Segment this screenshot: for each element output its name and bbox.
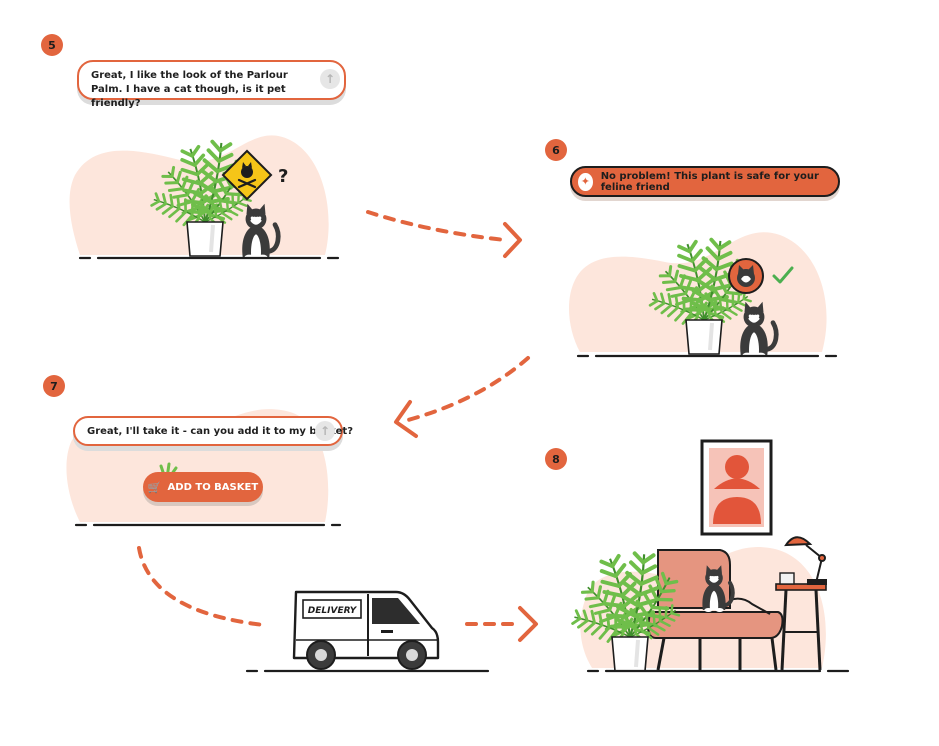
- sparkle-icon: ✦: [578, 172, 593, 191]
- flow-arrow-5-to-6: [366, 210, 522, 258]
- cart-icon: 🛒: [147, 480, 162, 494]
- send-arrow-icon[interactable]: ↑: [320, 69, 340, 89]
- step-badge-5: 5: [41, 34, 63, 56]
- chat-reply-step-6: ✦ No problem! This plant is safe for you…: [570, 166, 840, 197]
- chat-bubble-step-5: Great, I like the look of the Parlour Pa…: [77, 60, 346, 109]
- step-badge-8: 8: [545, 448, 567, 470]
- flow-arrow-7-to-van: [137, 546, 266, 627]
- chat-bubble-step-7: Great, I'll take it - can you add it to …: [73, 416, 353, 446]
- pet-warning-sign-icon: [221, 149, 273, 201]
- chat-message-step-7: Great, I'll take it - can you add it to …: [87, 426, 354, 437]
- wall-art-frame: [700, 439, 773, 536]
- step-badge-7: 7: [43, 375, 65, 397]
- cat-face-icon: [728, 258, 764, 294]
- delivery-van: DELIVERY: [292, 590, 440, 670]
- desk-lamp: [784, 536, 827, 585]
- add-to-basket-label: ADD TO BASKET: [167, 481, 259, 493]
- chat-message-step-5: Great, I like the look of the Parlour Pa…: [91, 70, 288, 109]
- check-icon: [772, 266, 794, 284]
- flow-arrow-van-to-8: [465, 606, 538, 642]
- side-table: [775, 572, 827, 671]
- question-mark: ?: [278, 166, 288, 187]
- step-badge-6: 6: [545, 139, 567, 161]
- send-arrow-icon[interactable]: ↑: [315, 421, 335, 441]
- armchair: [646, 549, 784, 671]
- flow-arrow-6-to-7: [394, 356, 530, 438]
- add-to-basket-button[interactable]: 🛒 ADD TO BASKET: [143, 472, 263, 502]
- van-label: DELIVERY: [308, 606, 358, 616]
- chat-reply-text: No problem! This plant is safe for your …: [600, 170, 819, 193]
